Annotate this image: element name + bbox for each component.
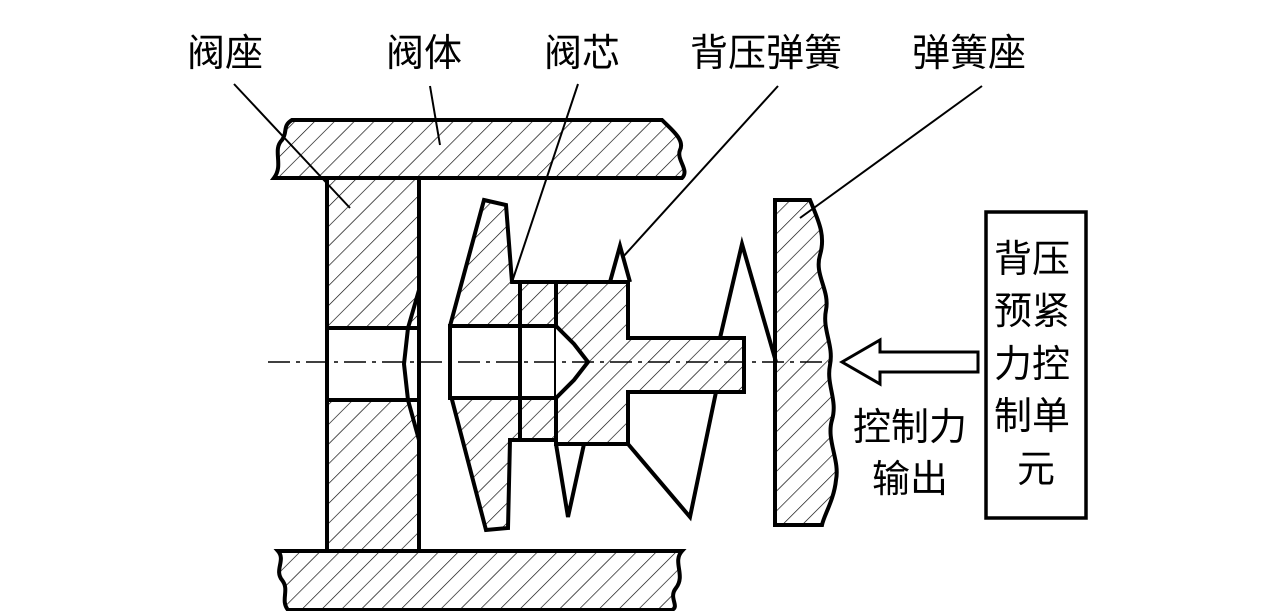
- control-unit-line3: 力控: [994, 342, 1070, 386]
- label-valve-core: 阀芯: [544, 31, 620, 75]
- leader-spring-seat: [799, 85, 983, 219]
- control-unit-line1: 背压: [994, 237, 1070, 281]
- label-valve-seat: 阀座: [187, 31, 263, 75]
- back-pressure-spring: [554, 236, 778, 522]
- leader-valve-seat: [233, 83, 351, 209]
- label-valve-body: 阀体: [386, 31, 462, 75]
- valve-seat-lower: [325, 398, 421, 553]
- label-control-force-line2: 输出: [872, 457, 948, 501]
- leader-valve-body: [429, 85, 441, 146]
- valve-seat-upper: [325, 176, 421, 330]
- control-unit-box: [984, 210, 1088, 520]
- label-spring-seat: 弹簧座: [912, 31, 1026, 75]
- control-unit-line2: 预紧: [994, 289, 1070, 333]
- control-unit-line5: 元: [1017, 447, 1055, 491]
- leader-valve-core: [511, 83, 579, 283]
- label-back-pressure-spring: 背压弹簧: [690, 31, 842, 75]
- spring-guide: [554, 280, 746, 446]
- valve-body-top: [269, 118, 687, 180]
- valve-body-bottom: [273, 549, 687, 611]
- label-control-force-line1: 控制力: [853, 405, 967, 449]
- control-force-arrow: [839, 337, 980, 387]
- control-unit-line4: 制单: [994, 394, 1070, 438]
- leader-back-pressure-spring: [621, 85, 779, 259]
